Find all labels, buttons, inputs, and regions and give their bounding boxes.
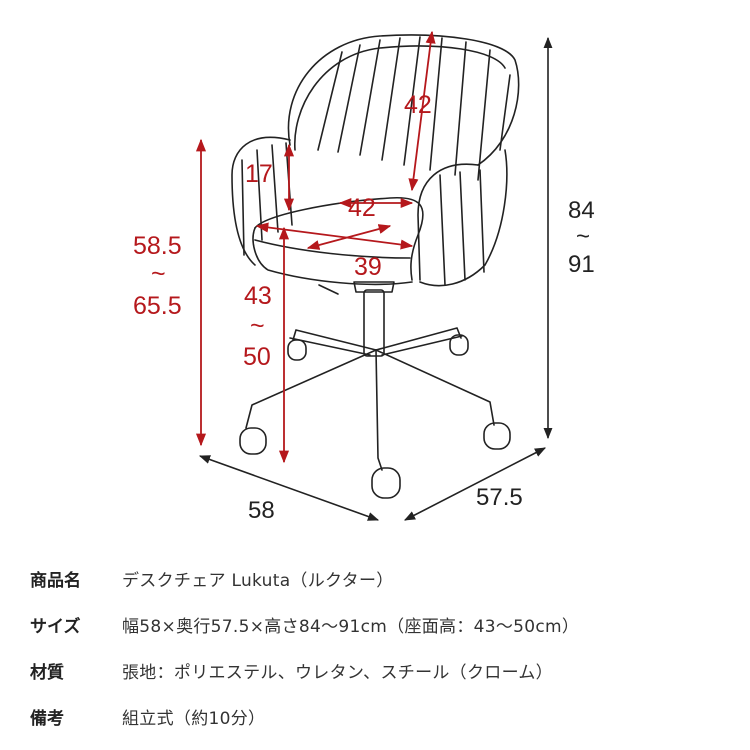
width-label: 58: [248, 497, 275, 524]
chair-casters: [239, 334, 511, 499]
back-height-label: 42: [404, 91, 432, 119]
seat-width-label: 42: [348, 194, 376, 222]
spec-value: 幅58×奥行57.5×高さ84〜91cm（座面高：43〜50cm）: [122, 616, 580, 637]
spec-row-material: 材質 張地：ポリエステル、ウレタン、スチール（クローム）: [30, 647, 730, 693]
total-height-max-label: 91: [568, 251, 595, 278]
spec-label: 材質: [30, 662, 64, 683]
overall-dimension-lines: [198, 36, 553, 521]
spec-row-size: サイズ 幅58×奥行57.5×高さ84〜91cm（座面高：43〜50cm）: [30, 601, 730, 647]
seat-floor-range-symbol: ~: [250, 312, 265, 340]
seat-depth-diag-line: [306, 224, 392, 250]
arm-floor-min-label: 58.5: [133, 232, 182, 260]
spec-row-product-name: 商品名 デスクチェア Lukuta（ルクター）: [30, 555, 730, 601]
chair-dimension-diagram: 42 17 42 39 58.5 ~ 65.5 43 ~ 50 84 ~ 91 …: [133, 30, 595, 524]
arm-floor-range-symbol: ~: [151, 260, 166, 288]
depth-line: [404, 447, 546, 521]
chair-backrest: [287, 34, 520, 181]
width-line: [198, 455, 380, 521]
depth-label: 57.5: [476, 484, 523, 511]
total-height-range-symbol: ~: [576, 223, 590, 250]
chair-cylinder: [318, 281, 395, 357]
spec-label: 備考: [30, 708, 64, 729]
spec-label: 商品名: [30, 570, 81, 591]
total-height-min-label: 84: [568, 197, 595, 224]
spec-label: サイズ: [30, 616, 81, 637]
seat-floor-max-label: 50: [243, 343, 271, 371]
chair-seat: [252, 196, 424, 286]
arm-floor-max-label: 65.5: [133, 292, 182, 320]
spec-value: デスクチェア Lukuta（ルクター）: [122, 570, 394, 591]
chair-right-arm: [417, 149, 508, 287]
seat-floor-min-label: 43: [244, 282, 272, 310]
spec-value: 組立式（約10分）: [122, 708, 266, 729]
arm-height-label: 17: [245, 160, 273, 188]
back-height-line: [408, 30, 436, 192]
spec-table: 商品名 デスクチェア Lukuta（ルクター） サイズ 幅58×奥行57.5×高…: [30, 555, 730, 739]
seat-depth-line: [255, 222, 414, 250]
dimension-lines: [195, 30, 436, 464]
spec-row-notes: 備考 組立式（約10分）: [30, 693, 730, 739]
spec-value: 張地：ポリエステル、ウレタン、スチール（クローム）: [122, 662, 553, 683]
seat-depth-label: 39: [354, 253, 382, 281]
